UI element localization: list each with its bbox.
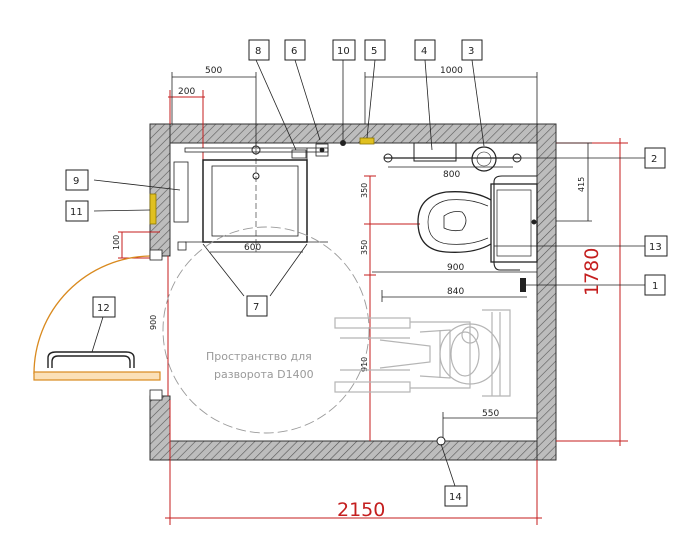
svg-text:11: 11 xyxy=(70,207,83,218)
callout-11: 11 xyxy=(65,200,89,222)
dim-overall-height: 1780 xyxy=(581,248,603,296)
pipes xyxy=(340,137,446,446)
turning-note-line1: Пространство для xyxy=(206,350,312,363)
turning-note-line2: разворота D1400 xyxy=(214,368,314,381)
svg-text:13: 13 xyxy=(649,242,662,253)
callout-14: 14 xyxy=(444,485,468,507)
shower-icon xyxy=(184,140,329,297)
wall-left-upper xyxy=(149,123,171,257)
grab-bar-icon xyxy=(520,278,526,292)
svg-text:2: 2 xyxy=(651,154,657,165)
svg-text:3: 3 xyxy=(468,46,474,57)
svg-text:14: 14 xyxy=(449,492,462,503)
wall-left-lower xyxy=(149,395,171,461)
svg-text:4: 4 xyxy=(421,46,427,57)
callout-3: 3 xyxy=(461,39,483,61)
callout-1: 1 xyxy=(644,274,666,296)
door-icon xyxy=(33,193,163,401)
callout-2: 2 xyxy=(644,147,666,169)
dim-910: 910 xyxy=(360,357,369,372)
red-dimensions xyxy=(118,90,628,525)
svg-text:8: 8 xyxy=(255,46,261,57)
callout-4: 4 xyxy=(414,39,436,61)
dim-350-a: 350 xyxy=(360,183,369,198)
svg-text:5: 5 xyxy=(371,46,377,57)
dim-900: 900 xyxy=(447,263,464,273)
shower-partition xyxy=(173,143,329,251)
dim-800: 800 xyxy=(443,170,460,180)
dim-350-b: 350 xyxy=(360,240,369,255)
svg-text:7: 7 xyxy=(253,302,259,313)
dim-door-100: 100 xyxy=(112,235,121,250)
svg-text:9: 9 xyxy=(73,176,79,187)
svg-text:6: 6 xyxy=(291,46,297,57)
door-grab-bar xyxy=(47,351,135,368)
callout-13: 13 xyxy=(644,235,668,257)
dim-600: 600 xyxy=(244,243,261,253)
dim-500: 500 xyxy=(205,66,222,76)
svg-text:12: 12 xyxy=(97,303,110,314)
toilet-icon xyxy=(417,175,538,271)
wall-bottom xyxy=(149,440,557,461)
callout-8: 8 xyxy=(248,39,270,61)
callout-5: 5 xyxy=(364,39,386,61)
callout-12: 12 xyxy=(92,296,116,318)
dim-door-900: 900 xyxy=(149,315,158,330)
wall-right xyxy=(536,123,557,461)
callout-7: 7 xyxy=(246,295,268,317)
callout-10: 10 xyxy=(332,39,356,61)
dim-1000: 1000 xyxy=(440,66,463,76)
svg-text:10: 10 xyxy=(337,46,350,57)
wall-top xyxy=(149,123,557,144)
callout-9: 9 xyxy=(65,169,89,191)
wheelchair-icon xyxy=(334,309,511,397)
dim-overall-width: 2150 xyxy=(337,499,385,521)
svg-text:1: 1 xyxy=(652,281,658,292)
dim-200: 200 xyxy=(178,87,195,97)
dim-415: 415 xyxy=(577,177,586,192)
dim-550: 550 xyxy=(482,409,499,419)
sink-icon xyxy=(383,142,522,172)
leader-lines xyxy=(91,59,645,487)
turning-circle xyxy=(162,226,370,434)
dim-840: 840 xyxy=(447,287,464,297)
callout-6: 6 xyxy=(284,39,306,61)
